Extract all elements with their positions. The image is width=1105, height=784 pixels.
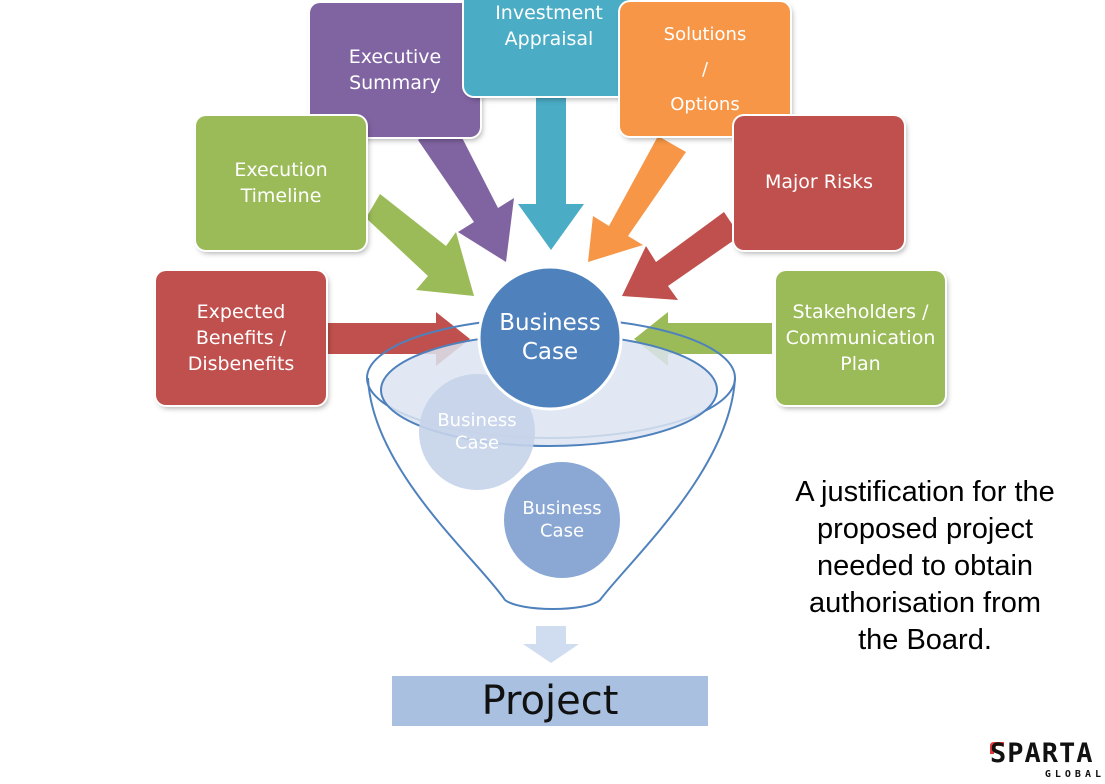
- execution-timeline-box: Execution Timeline: [196, 116, 366, 250]
- logo-corner-mark: [990, 742, 1004, 754]
- justification-text: A justification for the proposed project…: [795, 476, 1055, 656]
- project-label: Project: [392, 676, 708, 726]
- expected-benefits-label: Expected Benefits / Disbenefits: [187, 301, 295, 375]
- stakeholders-label: Stakeholders / Communication Plan: [785, 301, 936, 375]
- major-risks-box: Major Risks: [734, 116, 904, 250]
- executive-summary-label: Executive Summary: [348, 46, 442, 94]
- execution-timeline-label: Execution Timeline: [234, 159, 328, 207]
- solutions-options-box: Solutions / Options: [620, 2, 790, 136]
- sparta-global-logo: SPARTA GLOBAL: [988, 738, 1105, 784]
- arrow-investment-appraisal: [518, 96, 584, 250]
- arrow-executive-summary: [418, 118, 514, 262]
- investment-appraisal-label: Investment Appraisal: [495, 2, 603, 50]
- major-risks-label: Major Risks: [764, 171, 874, 193]
- arrow-funnel-to-project: [523, 626, 579, 663]
- solutions-options-label: Solutions / Options: [663, 23, 747, 115]
- business-case-circle-faded: [419, 374, 535, 490]
- expected-benefits-box: Expected Benefits / Disbenefits: [156, 271, 326, 405]
- logo-wordmark: SPARTA: [990, 738, 1094, 769]
- project-label-text: Project: [481, 678, 619, 724]
- arrow-execution-timeline: [366, 194, 474, 296]
- arrow-major-risks: [622, 212, 740, 300]
- business-case-circle-main: [477, 265, 623, 411]
- executive-summary-box: Executive Summary: [310, 3, 480, 137]
- arrow-solutions-options: [588, 136, 686, 262]
- investment-appraisal-box: Investment Appraisal: [464, 0, 634, 96]
- stakeholders-box: Stakeholders / Communication Plan: [776, 271, 945, 405]
- logo-subtitle: GLOBAL: [1044, 769, 1105, 780]
- business-case-circle-mid: [504, 462, 620, 578]
